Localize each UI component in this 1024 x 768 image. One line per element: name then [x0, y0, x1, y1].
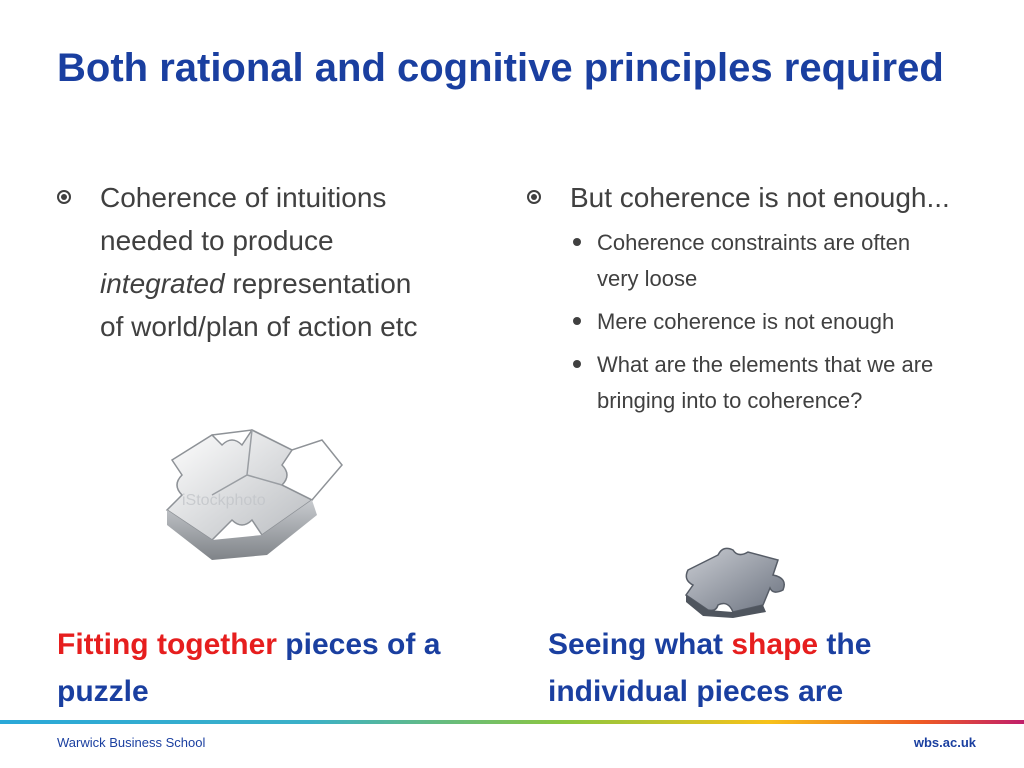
- radio-bullet-icon: [527, 190, 541, 204]
- dot-bullet-icon: [573, 238, 581, 246]
- sub-bullet-text: Coherence constraints are often very loo…: [597, 230, 911, 291]
- right-caption-highlight: shape: [731, 628, 819, 661]
- watermark-text: iStockphoto: [182, 492, 266, 509]
- left-caption-highlight: Fitting together: [57, 628, 277, 661]
- sub-bullet-text: What are the elements that we are bringi…: [597, 352, 934, 413]
- bullet-line-3: representation: [224, 268, 412, 299]
- bullet-text: But coherence is not enough...: [570, 182, 950, 213]
- right-caption-rest: the individual pieces are: [548, 628, 872, 708]
- dot-bullet-icon: [573, 317, 581, 325]
- sub-bullet-item: What are the elements that we are bringi…: [573, 347, 957, 419]
- bullet-line-4: of world/plan of action etc: [100, 311, 418, 342]
- footer-school-name: Warwick Business School: [57, 735, 206, 750]
- right-caption-start: Seeing what: [548, 628, 732, 661]
- left-column: Coherence of intuitions needed to produc…: [57, 176, 497, 348]
- bullet-line-1: Coherence of intuitions: [100, 182, 387, 213]
- bullet-item: Coherence of intuitions needed to produc…: [57, 176, 497, 348]
- footer-divider: [0, 720, 1024, 724]
- dot-bullet-icon: [573, 360, 581, 368]
- right-column: But coherence is not enough... Coherence…: [527, 176, 957, 426]
- bullet-text: Coherence of intuitions needed to produc…: [100, 176, 418, 348]
- sub-bullet-item: Coherence constraints are often very loo…: [573, 225, 957, 297]
- right-caption: Seeing what shape the individual pieces …: [548, 621, 968, 715]
- sub-bullet-item: Mere coherence is not enough: [573, 304, 957, 340]
- radio-bullet-icon: [57, 190, 71, 204]
- sub-bullet-list: Coherence constraints are often very loo…: [573, 225, 957, 419]
- bullet-italic-word: integrated: [100, 268, 225, 299]
- single-puzzle-piece-image: [684, 547, 785, 618]
- bullet-item: But coherence is not enough...: [527, 176, 957, 219]
- left-caption-rest: pieces of a puzzle: [57, 628, 441, 708]
- puzzle-pieces-image: iStockphoto: [165, 429, 343, 560]
- footer-website: wbs.ac.uk: [913, 735, 976, 750]
- bullet-line-2: needed to produce: [100, 225, 334, 256]
- sub-bullet-text: Mere coherence is not enough: [597, 309, 895, 334]
- slide-title: Both rational and cognitive principles r…: [57, 46, 944, 90]
- left-caption: Fitting together pieces of a puzzle: [57, 621, 477, 715]
